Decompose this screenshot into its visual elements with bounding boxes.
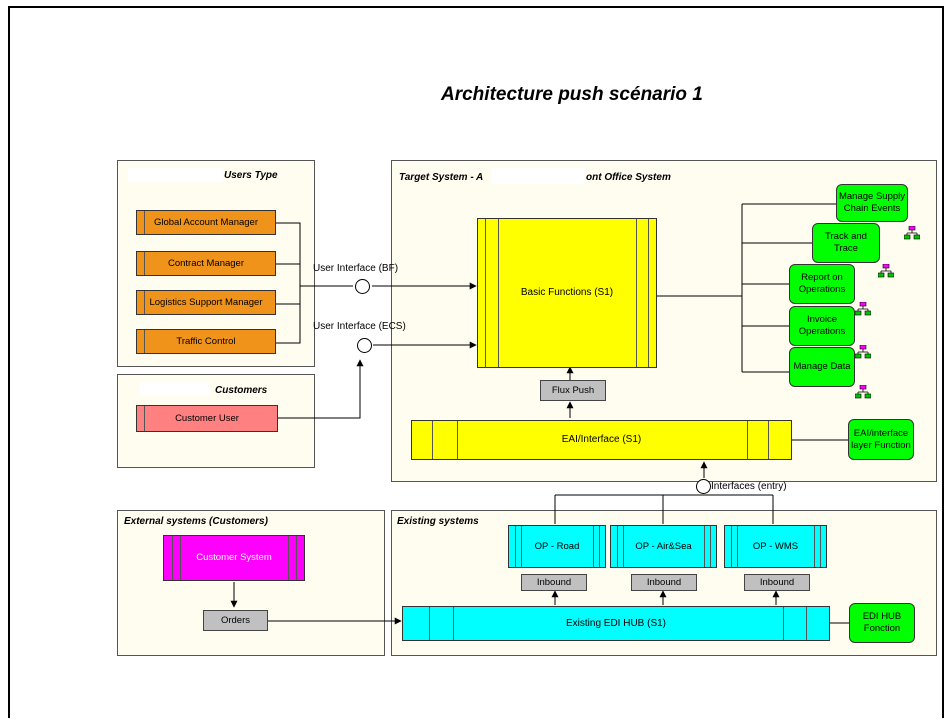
existing-panel-title: Existing systems xyxy=(397,516,479,527)
function-report-on-operations[interactable]: Report on Operations xyxy=(789,264,855,304)
customer-system-box[interactable]: Customer System xyxy=(163,535,305,581)
network-icon xyxy=(878,264,894,278)
user-interface-ecs-circle[interactable] xyxy=(357,338,372,353)
function-manage-supply-chain-events[interactable]: Manage Supply Chain Events xyxy=(836,184,908,222)
function-label: Report on Operations xyxy=(798,272,846,295)
users-panel-title: Users Type xyxy=(224,170,278,181)
function-label: Manage Data xyxy=(793,361,851,372)
users-title-mask xyxy=(128,168,223,182)
interfaces-entry-circle[interactable] xyxy=(696,479,711,494)
op-wms-box[interactable]: OP - WMS xyxy=(724,525,827,568)
edi-hub-box[interactable]: Existing EDI HUB (S1) xyxy=(402,606,830,641)
op-air-sea-label: OP - Air&Sea xyxy=(635,540,692,552)
op-wms-label: OP - WMS xyxy=(752,540,799,552)
inbound-wms-box[interactable]: Inbound xyxy=(744,574,810,591)
customers-panel-title: Customers xyxy=(215,385,268,396)
target-panel-title: Target System - A xyxy=(399,172,484,183)
function-track-and-trace[interactable]: Track and Trace xyxy=(812,223,880,263)
role-label: Logistics Support Manager xyxy=(149,296,263,308)
network-icon xyxy=(855,385,871,399)
inbound-label: Inbound xyxy=(646,576,682,588)
target-panel-title-suffix: ont Office System xyxy=(586,172,671,183)
flux-push-box[interactable]: Flux Push xyxy=(540,380,606,401)
eai-function-label: EAI/interface layer Function xyxy=(851,427,911,451)
customer-user-label: Customer User xyxy=(175,412,239,424)
orders-box[interactable]: Orders xyxy=(203,610,268,631)
function-label: Manage Supply Chain Events xyxy=(838,191,906,214)
customer-system-label: Customer System xyxy=(196,552,272,563)
user-interface-bf-circle[interactable] xyxy=(355,279,370,294)
basic-functions-box[interactable]: Basic Functions (S1) xyxy=(477,218,657,368)
function-label: Invoice Operations xyxy=(798,314,846,337)
role-global-account-manager[interactable]: Global Account Manager xyxy=(136,210,276,235)
user-interface-ecs-label: User Interface (ECS) xyxy=(313,321,406,332)
orders-label: Orders xyxy=(220,614,251,626)
inbound-road-box[interactable]: Inbound xyxy=(521,574,587,591)
role-logistics-support-manager[interactable]: Logistics Support Manager xyxy=(136,290,276,315)
network-icon xyxy=(904,226,920,240)
network-icon xyxy=(855,302,871,316)
eai-function-box[interactable]: EAI/interface layer Function xyxy=(848,419,914,460)
flux-push-label: Flux Push xyxy=(551,384,595,396)
inbound-label: Inbound xyxy=(536,576,572,588)
customer-user-box[interactable]: Customer User xyxy=(136,405,278,432)
inbound-label: Inbound xyxy=(759,576,795,588)
external-systems-panel xyxy=(117,510,385,656)
op-road-box[interactable]: OP - Road xyxy=(508,525,606,568)
customers-title-mask xyxy=(140,382,210,396)
inbound-air-sea-box[interactable]: Inbound xyxy=(631,574,697,591)
slide-frame xyxy=(8,6,944,718)
function-label: Track and Trace xyxy=(825,231,867,254)
op-air-sea-box[interactable]: OP - Air&Sea xyxy=(610,525,717,568)
eai-interface-box[interactable]: EAI/Interface (S1) xyxy=(411,420,792,460)
role-label: Contract Manager xyxy=(167,257,245,269)
edi-hub-function-label: EDI HUB Fonction xyxy=(862,611,902,634)
interfaces-entry-label: Interfaces (entry) xyxy=(711,481,787,492)
eai-interface-label: EAI/Interface (S1) xyxy=(561,434,642,445)
target-title-mask xyxy=(492,168,585,184)
external-panel-title: External systems (Customers) xyxy=(124,516,268,527)
role-label: Traffic Control xyxy=(176,335,236,347)
edi-hub-function-box[interactable]: EDI HUB Fonction xyxy=(849,603,915,643)
role-label: Global Account Manager xyxy=(153,216,259,228)
function-manage-data[interactable]: Manage Data xyxy=(789,347,855,387)
network-icon xyxy=(855,345,871,359)
function-invoice-operations[interactable]: Invoice Operations xyxy=(789,306,855,346)
op-road-label: OP - Road xyxy=(534,540,580,552)
role-contract-manager[interactable]: Contract Manager xyxy=(136,251,276,276)
basic-functions-label: Basic Functions (S1) xyxy=(520,287,614,298)
diagram-title: Architecture push scénario 1 xyxy=(441,84,703,105)
role-traffic-control[interactable]: Traffic Control xyxy=(136,329,276,354)
edi-hub-label: Existing EDI HUB (S1) xyxy=(565,617,667,629)
user-interface-bf-label: User Interface (BF) xyxy=(313,263,399,274)
